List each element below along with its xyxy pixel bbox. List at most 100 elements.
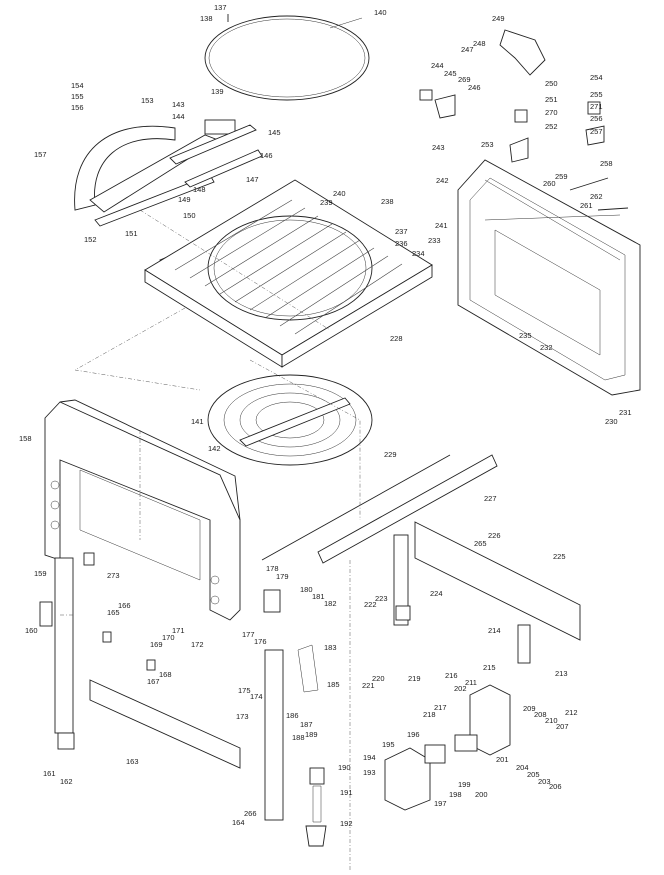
- part-label-168: 168: [159, 670, 172, 679]
- left-leg-frame: [44, 399, 241, 621]
- part-label-256: 256: [590, 114, 603, 123]
- part-label-228: 228: [390, 334, 403, 343]
- part-label-239: 239: [320, 198, 333, 207]
- part-label-188: 188: [292, 733, 305, 742]
- part-label-262: 262: [590, 192, 603, 201]
- part-label-161: 161: [43, 769, 56, 778]
- part-label-152: 152: [84, 235, 97, 244]
- part-label-261: 261: [580, 201, 593, 210]
- part-label-165: 165: [107, 608, 120, 617]
- part-label-222: 222: [364, 600, 377, 609]
- part-label-140: 140: [374, 8, 387, 17]
- brace-225: [414, 521, 581, 641]
- part-label-155: 155: [71, 92, 84, 101]
- part-label-212: 212: [565, 708, 578, 717]
- part-label-246: 246: [468, 83, 481, 92]
- part-label-227: 227: [484, 494, 497, 503]
- part-label-182: 182: [324, 599, 337, 608]
- part-label-145: 145: [268, 128, 281, 137]
- part-label-162: 162: [60, 777, 73, 786]
- part-label-181: 181: [312, 592, 325, 601]
- part-label-187: 187: [300, 720, 313, 729]
- part-label-169: 169: [150, 640, 163, 649]
- part-label-209: 209: [523, 704, 536, 713]
- part-label-235: 235: [519, 331, 532, 340]
- bracket-224: [393, 534, 409, 626]
- part-label-199: 199: [458, 780, 471, 789]
- part-label-231: 231: [619, 408, 632, 417]
- bracket-214: [517, 624, 531, 664]
- part-label-241: 241: [435, 221, 448, 230]
- part-label-225: 225: [553, 552, 566, 561]
- part-label-250: 250: [545, 79, 558, 88]
- part-label-193: 193: [363, 768, 376, 777]
- bracket-176: [263, 589, 281, 613]
- part-label-156: 156: [71, 103, 84, 112]
- part-label-166: 166: [118, 601, 131, 610]
- part-label-142: 142: [208, 444, 221, 453]
- part-label-207: 207: [556, 722, 569, 731]
- part-label-213: 213: [555, 669, 568, 678]
- part-label-150: 150: [183, 211, 196, 220]
- rail-146: [184, 149, 263, 188]
- part-label-200: 200: [475, 790, 488, 799]
- clamp-253: [509, 137, 529, 163]
- part-label-185: 185: [327, 680, 340, 689]
- part-label-201: 201: [496, 755, 509, 764]
- part-label-243: 243: [432, 143, 445, 152]
- part-label-159: 159: [34, 569, 47, 578]
- part-label-170: 170: [162, 633, 175, 642]
- part-label-214: 214: [488, 626, 501, 635]
- part-label-229: 229: [384, 450, 397, 459]
- part-label-224: 224: [430, 589, 443, 598]
- bracket-249: [499, 29, 546, 76]
- part-label-216: 216: [445, 671, 458, 680]
- part-label-218: 218: [423, 710, 436, 719]
- part-label-215: 215: [483, 663, 496, 672]
- part-label-146: 146: [260, 151, 273, 160]
- bracket-246: [434, 94, 456, 119]
- part-label-226: 226: [488, 531, 501, 540]
- part-label-174: 174: [250, 692, 263, 701]
- part-label-219: 219: [408, 674, 421, 683]
- part-label-173: 173: [236, 712, 249, 721]
- caster-wheel-192: [305, 825, 327, 847]
- part-label-223: 223: [375, 594, 388, 603]
- table-top: [144, 179, 433, 368]
- part-label-234: 234: [412, 249, 425, 258]
- part-label-175: 175: [238, 686, 251, 695]
- part-label-171: 171: [172, 626, 185, 635]
- part-label-192: 192: [340, 819, 353, 828]
- part-label-220: 220: [372, 674, 385, 683]
- part-label-251: 251: [545, 95, 558, 104]
- part-label-137: 137: [214, 3, 227, 12]
- part-label-255: 255: [590, 90, 603, 99]
- part-label-176: 176: [254, 637, 267, 646]
- part-label-178: 178: [266, 564, 279, 573]
- part-label-183: 183: [324, 643, 337, 652]
- part-label-230: 230: [605, 417, 618, 426]
- part-label-269: 269: [458, 75, 471, 84]
- part-label-139: 139: [211, 87, 224, 96]
- part-label-151: 151: [125, 229, 138, 238]
- part-label-179: 179: [276, 572, 289, 581]
- part-label-208: 208: [534, 710, 547, 719]
- part-label-245: 245: [444, 69, 457, 78]
- side-panel-right: [457, 159, 641, 396]
- part-label-186: 186: [286, 711, 299, 720]
- part-label-163: 163: [126, 757, 139, 766]
- part-label-205: 205: [527, 770, 540, 779]
- part-label-253: 253: [481, 140, 494, 149]
- part-label-248: 248: [473, 39, 486, 48]
- part-label-191: 191: [340, 788, 353, 797]
- part-label-189: 189: [305, 730, 318, 739]
- part-label-190: 190: [338, 763, 351, 772]
- part-label-202: 202: [454, 684, 467, 693]
- part-label-149: 149: [178, 195, 191, 204]
- part-label-157: 157: [34, 150, 47, 159]
- part-label-198: 198: [449, 790, 462, 799]
- part-label-247: 247: [461, 45, 474, 54]
- part-label-158: 158: [19, 434, 32, 443]
- switch-box: [384, 684, 511, 811]
